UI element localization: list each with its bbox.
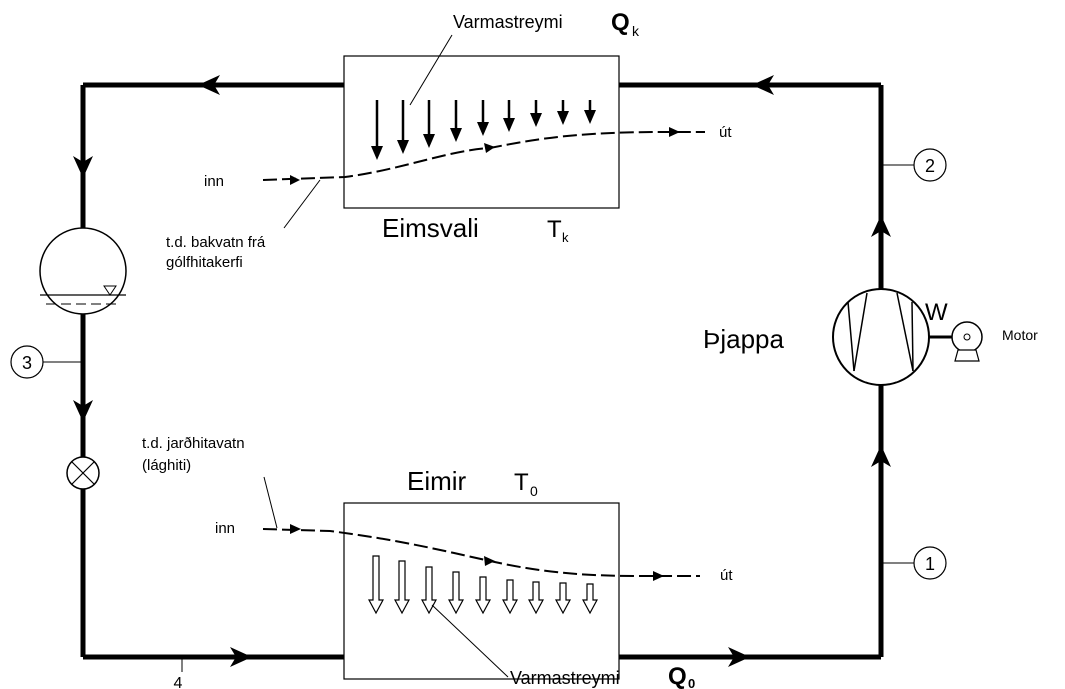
heat-flow-top-subscript: k xyxy=(632,23,640,39)
heat-flow-top-label: Varmastreymi xyxy=(453,12,563,32)
state-point-4: 4 xyxy=(174,657,183,689)
work-label: W xyxy=(925,299,948,326)
condenser-temp-subscript: k xyxy=(562,230,569,245)
motor-label: Motor xyxy=(1002,327,1038,343)
condenser-water-flow xyxy=(262,127,705,185)
state-point-2-label: 2 xyxy=(925,156,935,176)
flow-arrow-top-right xyxy=(752,75,774,95)
condenser-inlet-label: inn xyxy=(204,173,224,190)
flow-arrow-top-left xyxy=(198,75,220,95)
state-point-2: 2 xyxy=(881,148,947,182)
leader-lines xyxy=(263,34,509,678)
heat-flow-bottom-symbol: Q xyxy=(668,663,687,689)
bottom-source-line2: (lághiti) xyxy=(142,457,191,474)
evaporator-water-flow xyxy=(262,524,700,581)
state-point-4-label: 4 xyxy=(174,675,183,689)
flow-arrow-left-upper xyxy=(73,156,93,178)
state-point-3: 3 xyxy=(10,345,83,379)
receiver-tank xyxy=(39,227,127,315)
flow-arrows xyxy=(73,75,891,667)
evaporator-label: Eimir xyxy=(407,466,467,496)
flow-arrow-left-lower xyxy=(73,400,93,422)
flow-arrow-right-lower xyxy=(871,445,891,467)
condenser-outlet-label: út xyxy=(719,124,732,141)
condenser-label: Eimsvali xyxy=(382,213,479,243)
evaporator-inlet-label: inn xyxy=(215,520,235,537)
top-source-line2: gólfhitakerfi xyxy=(166,254,243,271)
flow-arrow-right-upper xyxy=(871,215,891,237)
motor-icon xyxy=(951,321,983,362)
state-point-3-label: 3 xyxy=(22,353,32,373)
evaporator-outlet-label: út xyxy=(720,567,733,584)
state-point-1-label: 1 xyxy=(925,554,935,574)
evaporator-heat-arrows xyxy=(367,555,599,615)
condenser-heat-arrows xyxy=(371,100,596,160)
compressor-label: Þjappa xyxy=(703,324,784,354)
heat-flow-top-symbol: Q xyxy=(611,9,630,36)
bottom-source-line1: t.d. jarðhitavatn xyxy=(142,435,245,452)
state-point-1: 1 xyxy=(881,546,947,580)
evaporator-temp-label: T xyxy=(514,469,529,496)
flow-arrow-bottom-left xyxy=(230,647,252,667)
top-source-line1: t.d. bakvatn frá xyxy=(166,234,266,251)
heat-flow-bottom-label: Varmastreymi xyxy=(510,668,620,688)
expansion-valve xyxy=(66,456,100,490)
compressor xyxy=(832,288,930,386)
heat-flow-bottom-subscript: 0 xyxy=(688,676,695,689)
condenser-temp-label: T xyxy=(547,216,562,243)
flow-arrow-bottom-right xyxy=(728,647,750,667)
evaporator-temp-subscript: 0 xyxy=(530,483,538,499)
